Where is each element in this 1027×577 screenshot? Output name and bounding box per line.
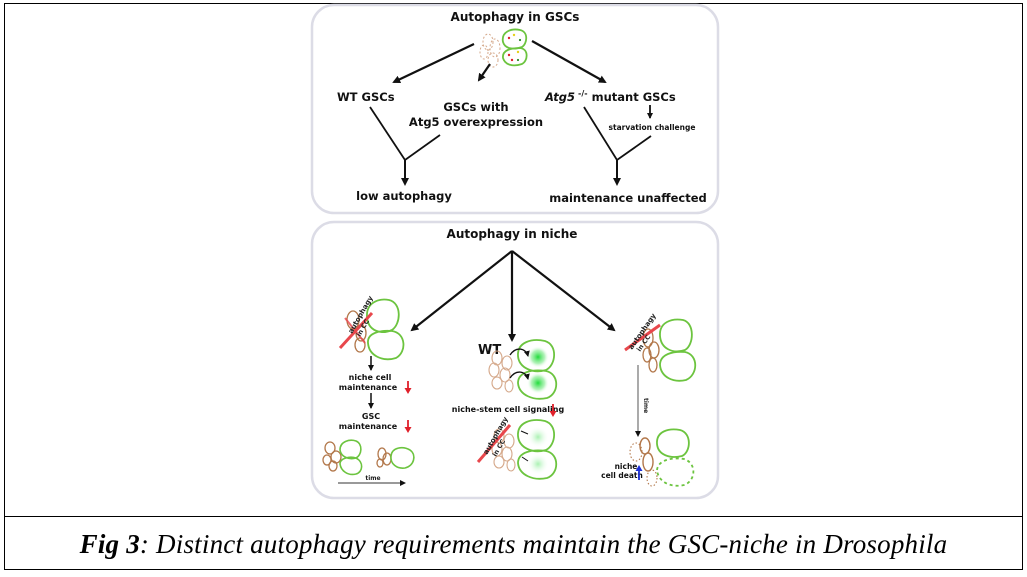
caption-divider — [4, 516, 1023, 517]
starvation-challenge-label: starvation challenge — [609, 123, 696, 132]
caption-text: Distinct autophagy requirements maintain… — [149, 528, 948, 559]
decrease-arrow-icon — [549, 404, 557, 417]
arrow-to-left-scenario — [410, 250, 513, 332]
branch-overexpression-line1: GSCs with — [443, 100, 508, 114]
caption-label: Fig 3 — [79, 528, 140, 559]
right-death-line2: cell death — [601, 471, 643, 480]
left-step1-line1: niche cell — [349, 373, 392, 382]
left-cluster-over-time-1 — [322, 439, 363, 476]
block-cross-icon — [624, 323, 661, 352]
panel-gsc: Autophagy in GSCs WT GSCs GSCs with Atg5… — [310, 3, 720, 215]
left-timeline-label: time — [365, 475, 380, 482]
mutant-superscript: -/- — [578, 89, 588, 98]
decrease-arrow-icon — [404, 420, 412, 433]
figure-caption: Fig 3: Distinct autophagy requirements m… — [4, 518, 1023, 570]
right-timeline-label: time — [642, 398, 649, 413]
left-cluster-over-time-2 — [376, 446, 415, 469]
signal-arrow-icon — [509, 371, 530, 380]
signal-arrow-icon — [509, 348, 530, 357]
figure-frame — [4, 3, 1023, 570]
arrow-to-wt — [392, 43, 475, 84]
mutant-rest: mutant GSCs — [588, 90, 676, 104]
branch-wt-gscs: WT GSCs — [337, 90, 395, 104]
left-step2-line2: maintenance — [339, 422, 398, 431]
gsc-cluster-icon — [479, 28, 528, 68]
branch-overexpression-line2: Atg5 overexpression — [409, 115, 543, 129]
outcome-low-autophagy: low autophagy — [356, 189, 452, 203]
signaling-label: niche-stem cell signaling — [452, 405, 565, 414]
arrow-to-mutant — [531, 40, 607, 83]
weak-signal-mark — [521, 456, 529, 462]
panel-gsc-border — [310, 3, 720, 215]
panel-gsc-title: Autophagy in GSCs — [451, 10, 580, 24]
weak-signal-mark — [520, 430, 529, 435]
arrow-to-right-scenario — [511, 250, 616, 332]
branch-mutant: Atg5-/- mutant GSCs — [544, 89, 676, 104]
right-death-line1: niche — [615, 462, 638, 471]
left-step2-line1: GSC — [362, 412, 380, 421]
panel-niche-title: Autophagy in niche — [447, 227, 578, 241]
wt-niche-gsc-cluster — [488, 339, 558, 400]
wt-label: WT — [478, 343, 501, 358]
arrow-to-overexpression — [477, 63, 491, 82]
increase-arrow-icon — [635, 465, 643, 480]
decrease-arrow-icon — [404, 381, 412, 394]
panel-niche: Autophagy in niche autophagy in CC niche… — [310, 220, 720, 500]
block-cross-icon — [476, 424, 512, 463]
mutant-gene: Atg5 — [544, 90, 575, 104]
caption-separator: : — [139, 528, 150, 559]
outcome-maintenance-unaffected: maintenance unaffected — [549, 191, 707, 205]
left-step1-line2: maintenance — [339, 383, 398, 392]
panel-niche-border — [310, 220, 720, 500]
right-dying-cluster — [629, 428, 695, 487]
